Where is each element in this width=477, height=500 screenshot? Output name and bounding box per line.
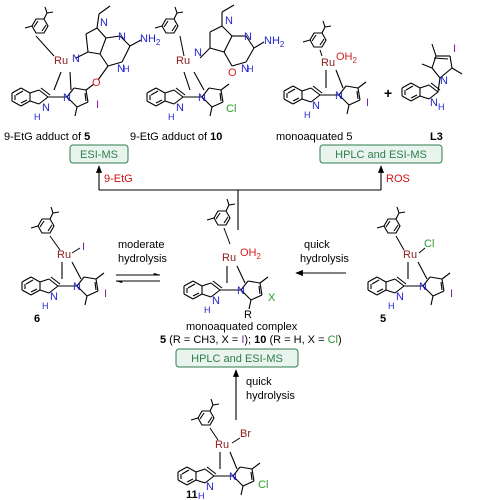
compound-label: 5 [380,313,386,325]
nitrogen-atom: N [335,90,343,102]
compound-5: Ru Cl N H N I 5 [367,206,453,325]
arrow-label-hydrolysis: hydrolysis [300,253,349,265]
compound-label: 9-EtG adduct of 5 [4,131,90,143]
arrow-label-ros: ROS [386,173,410,185]
svg-text:HPLC and ESI-MS: HPLC and ESI-MS [191,353,283,365]
hydrogen-atom: H [204,305,211,315]
svg-text:HPLC and ESI-MS: HPLC and ESI-MS [335,149,427,161]
nitrogen-atom: N [117,63,125,75]
nitrogen-atom: N [440,75,448,87]
arrow-label-hydrolysis: hydrolysis [118,253,167,265]
chlorine-atom: Cl [226,103,236,115]
svg-text:ESI-MS: ESI-MS [80,149,118,161]
center-caption-line2: 5 (R = CH3, X = I); 10 (R = H, X = Cl) [160,334,342,346]
arrow-label-hydrolysis: hydrolysis [246,390,295,402]
ruthenium-atom: Ru [321,57,335,69]
plus-sign: + [384,85,392,101]
compound-label: 6 [34,313,40,325]
hplc-esi-ms-box-top: HPLC and ESI-MS [319,144,443,164]
hydrogen-atom: H [42,301,49,311]
central-monoaquated-complex: Ru OH2 N H N X R monoaquated complex 5 (… [160,198,342,346]
ruthenium-atom: Ru [57,249,71,261]
nitrogen-atom: N [176,102,184,114]
nitrogen-atom: N [212,295,220,307]
hydrogen-atom: H [198,491,205,500]
compound-6: Ru I N H N I 6 [21,206,107,325]
nitrogen-atom: N [396,291,404,303]
amino-group: NH2 [264,35,285,49]
bromine-atom: Br [240,428,251,440]
hydrogen-atom: H [247,64,254,74]
nitrogen-atom: N [194,47,202,59]
oxygen-atom: O [228,67,237,79]
arrow-label-quick: quick [246,376,272,388]
hydrogen-atom: H [168,112,175,122]
iodine-atom: I [82,241,85,253]
hydrogen-atom: H [438,102,445,112]
nitrogen-atom: N [312,100,320,112]
compound-label: 9-EtG adduct of 10 [130,131,222,143]
esi-ms-box: ESI-MS [69,144,129,164]
iodine-atom: I [450,288,453,300]
compound-l3: I N N H L3 [401,43,463,143]
hydrogen-atom: H [388,301,395,311]
compound-etg-adduct-5: Ru N N N N H NH2 O N H N I 9-EtG adduct … [4,5,161,143]
amino-group: NH2 [140,33,161,47]
hplc-esi-ms-box-bottom: HPLC and ESI-MS [175,348,299,368]
iodine-atom: I [366,97,369,109]
nitrogen-atom: N [118,31,126,43]
nitrogen-atom: N [72,53,80,65]
compound-label: L3 [430,131,443,143]
arrow-label-moderate: moderate [118,239,164,251]
iodine-atom: I [104,288,107,300]
nitrogen-atom: N [206,481,214,493]
iodine-atom: I [453,43,456,55]
aqua-ligand: OH2 [336,51,358,65]
aqua-ligand: OH2 [240,247,262,261]
iodine-atom: I [96,99,99,111]
nitrogen-atom: N [430,97,438,109]
ruthenium-atom: Ru [54,55,68,67]
arrow-label-quick: quick [304,239,330,251]
arrow-label-etg: 9-EtG [104,173,133,185]
compound-11: Ru Br N H N Cl 11 [177,398,268,500]
r-substituent: R [244,309,252,321]
ruthenium-atom: Ru [215,439,229,451]
ruthenium-atom: Ru [176,55,190,67]
nitrogen-atom: N [419,281,427,293]
x-substituent: X [268,292,276,304]
nitrogen-atom: N [198,92,206,104]
reaction-arrows-top [95,165,385,230]
nitrogen-atom: N [42,102,50,114]
chlorine-atom: Cl [424,238,434,250]
nitrogen-atom: N [100,17,108,29]
nitrogen-atom: N [50,291,58,303]
ruthenium-atom: Ru [403,249,417,261]
nitrogen-atom: N [225,15,233,27]
hydrogen-atom: H [123,64,130,74]
nitrogen-atom: N [241,63,249,75]
compound-monoaquated-5: Ru OH2 N H N I monoaquated 5 [276,20,369,143]
hydrogen-atom: H [34,112,41,122]
compound-label: monoaquated 5 [276,131,352,143]
nitrogen-atom: N [63,92,71,104]
hydrogen-atom: H [304,110,311,120]
nitrogen-atom: N [229,471,237,483]
nitrogen-atom: N [237,285,245,297]
nitrogen-atom: N [73,281,81,293]
compound-label: 11 [186,489,198,500]
ruthenium-atom: Ru [222,252,236,264]
equilibrium-arrows [115,272,161,284]
nitrogen-atom: N [244,31,252,43]
oxygen-atom: O [92,77,101,89]
compound-etg-adduct-10: Ru N N N N H NH2 O N H N Cl 9-EtG adduct… [130,4,285,143]
chlorine-atom: Cl [258,479,268,491]
center-caption-line1: monoaquated complex [186,321,298,333]
